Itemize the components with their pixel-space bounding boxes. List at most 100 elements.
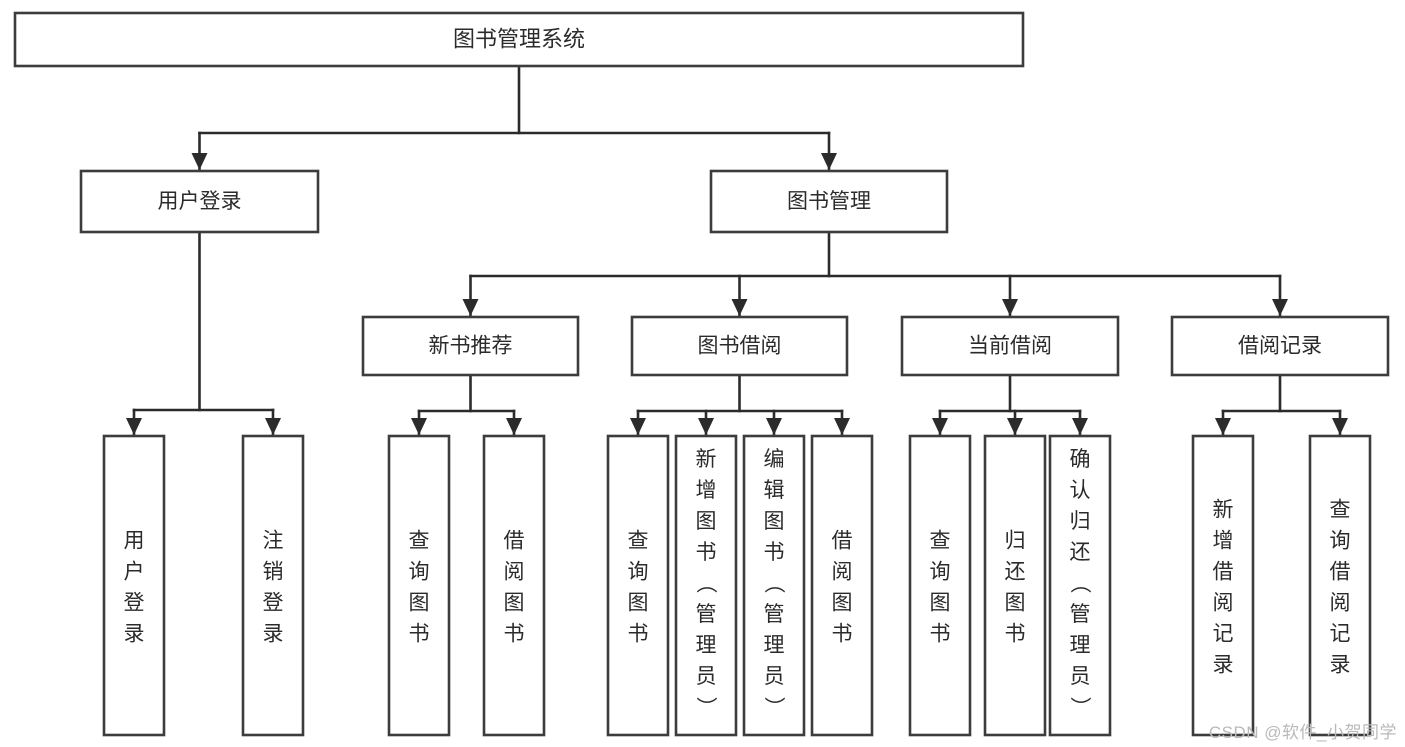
leaf-label-char: 书 xyxy=(1005,623,1026,646)
node-border xyxy=(742,434,806,737)
level3-node-新书推荐[interactable]: 新书推荐 xyxy=(361,315,580,377)
leaf-node-用户登录[interactable]: 用户登录 xyxy=(102,434,166,737)
leaf-label-char: 登 xyxy=(263,592,284,615)
root-node-图书管理系统[interactable]: 图书管理系统 xyxy=(13,11,1025,68)
leaf-label-char: 新 xyxy=(1213,499,1234,522)
leaf-label-char: 查 xyxy=(930,530,951,553)
node-label: 当前借阅 xyxy=(968,335,1052,358)
leaf-label-char: 新 xyxy=(696,448,717,471)
leaf-label-char: 编 xyxy=(764,448,785,471)
leaf-label-char: 书 xyxy=(930,623,951,646)
leaf-label-char: 询 xyxy=(930,561,951,584)
node-label: 用户登录 xyxy=(158,190,242,213)
level2-node-用户登录[interactable]: 用户登录 xyxy=(79,169,320,234)
arrow-head-icon xyxy=(265,418,281,435)
leaf-label-char: 图 xyxy=(504,592,525,615)
node-border xyxy=(709,169,949,234)
node-border xyxy=(1170,315,1390,377)
arrow-head-icon xyxy=(766,418,782,435)
connectors-layer xyxy=(126,64,1348,437)
leaf-label-char: 录 xyxy=(263,623,284,646)
leaf-label-char: 管 xyxy=(696,603,717,626)
leaf-label-char: 询 xyxy=(409,561,430,584)
level3-node-当前借阅[interactable]: 当前借阅 xyxy=(900,315,1120,377)
leaf-label-char: （ xyxy=(762,573,785,594)
leaf-label-char: 辑 xyxy=(764,479,785,502)
node-border xyxy=(387,434,451,737)
csdn-watermark: CSDN @软件_小贺同学 xyxy=(1208,723,1397,742)
node-border xyxy=(1048,434,1112,737)
node-border xyxy=(674,434,738,737)
leaf-label-char: 书 xyxy=(504,623,525,646)
leaf-label-char: 记 xyxy=(1213,623,1234,646)
level2-node-图书管理[interactable]: 图书管理 xyxy=(709,169,949,234)
leaf-label-char: 书 xyxy=(409,623,430,646)
leaf-label-char: 用 xyxy=(124,530,145,553)
leaf-label-char: 理 xyxy=(764,634,785,657)
leaf-label-char: 管 xyxy=(764,603,785,626)
arrow-head-icon xyxy=(411,418,427,435)
arrow-head-icon xyxy=(698,418,714,435)
leaf-label-char: 借 xyxy=(1330,561,1351,584)
leaf-label-char: 阅 xyxy=(832,561,853,584)
leaf-label-char: 销 xyxy=(263,561,284,584)
node-border xyxy=(810,434,874,737)
leaf-label-char: 图 xyxy=(1005,592,1026,615)
leaf-label-char: 借 xyxy=(504,530,525,553)
leaf-label-char: 员 xyxy=(764,665,785,688)
leaf-label-char: 书 xyxy=(696,541,717,564)
arrow-head-icon xyxy=(821,153,837,170)
node-border xyxy=(241,434,305,737)
node-border xyxy=(79,169,320,234)
leaf-label-char: 图 xyxy=(764,510,785,533)
leaf-label-char: ） xyxy=(694,697,717,718)
leaf-label-char: 图 xyxy=(832,592,853,615)
arrow-head-icon xyxy=(1007,418,1023,435)
leaf-label-char: 员 xyxy=(696,665,717,688)
level3-node-图书借阅[interactable]: 图书借阅 xyxy=(630,315,849,377)
leaf-label-char: 查 xyxy=(628,530,649,553)
leaf-label-char: 书 xyxy=(628,623,649,646)
leaf-label-char: 归 xyxy=(1005,530,1026,553)
arrow-head-icon xyxy=(630,418,646,435)
leaf-label-char: 图 xyxy=(696,510,717,533)
node-border xyxy=(13,11,1025,68)
leaf-label-char: 增 xyxy=(696,479,717,502)
leaf-label-char: 理 xyxy=(1070,634,1091,657)
node-label: 借阅记录 xyxy=(1238,335,1322,358)
leaf-label-char: 书 xyxy=(764,541,785,564)
leaf-label-char: 图 xyxy=(930,592,951,615)
node-label: 图书管理系统 xyxy=(453,26,585,51)
node-border xyxy=(1308,434,1372,737)
nodes-layer: 图书管理系统用户登录图书管理新书推荐图书借阅当前借阅借阅记录用户登录注销登录查询… xyxy=(13,11,1390,737)
arrow-head-icon xyxy=(731,299,748,316)
arrow-head-icon xyxy=(834,418,850,435)
node-border xyxy=(900,315,1120,377)
arrow-head-icon xyxy=(1272,299,1288,316)
leaf-label-char: 理 xyxy=(696,634,717,657)
node-label: 图书借阅 xyxy=(698,335,782,358)
level3-node-借阅记录[interactable]: 借阅记录 xyxy=(1170,315,1390,377)
arrow-head-icon xyxy=(506,418,522,435)
leaf-label-char: 图 xyxy=(628,592,649,615)
leaf-label-char: 询 xyxy=(628,561,649,584)
leaf-label-char: 增 xyxy=(1213,530,1234,553)
node-border xyxy=(1191,434,1255,737)
leaf-label-char: 录 xyxy=(1213,654,1234,677)
leaf-label-char: 认 xyxy=(1070,479,1091,502)
arrow-head-icon xyxy=(462,299,479,316)
